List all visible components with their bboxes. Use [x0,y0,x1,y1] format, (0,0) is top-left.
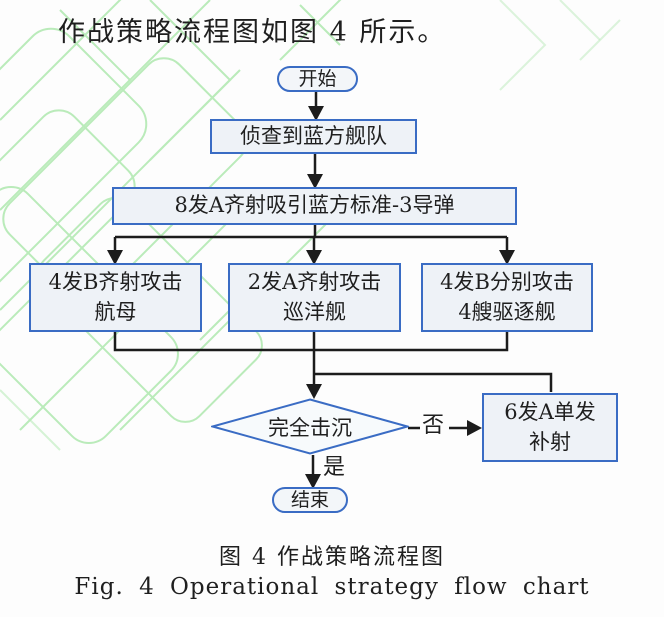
attack-cruiser-line2: 巡洋舰 [283,299,346,324]
connector-resupply-loop [314,372,553,392]
diamond-shape [211,398,409,455]
attack-destroyers-line1: 4发B分别攻击 [440,269,574,294]
edge-label-yes: 是 [323,455,346,480]
flow-node-resupply: 6发A单发 补射 [482,393,618,462]
figure-caption-zh: 图 4 作战策略流程图 [219,545,445,570]
arrowhead-right-icon [467,420,482,436]
edge-label-no: 否 [422,413,445,438]
flow-node-salvo-8a: 8发A齐射吸引蓝方标准-3导弹 [112,187,517,225]
intro-sentence: 作战策略流程图如图 4 所示。 [58,17,447,48]
flow-node-attack-cruiser: 2发A齐射攻击 巡洋舰 [228,263,401,332]
flow-node-start: 开始 [277,66,358,92]
attack-carrier-line2: 航母 [94,299,137,324]
flow-node-end-label: 结束 [290,488,329,511]
decision-label: 完全击沉 [268,415,352,440]
attack-carrier-line1: 4发B齐射攻击 [48,269,183,294]
flow-node-end: 结束 [272,487,348,513]
flow-node-attack-destroyers: 4发B分别攻击 4艘驱逐舰 [421,263,593,332]
flow-node-detect-fleet: 侦查到蓝方舰队 [210,119,417,154]
resupply-line1: 6发A单发 [504,399,596,424]
flow-node-start-label: 开始 [298,67,337,90]
arrowhead-down-icon [308,106,324,121]
resupply-line2: 补射 [529,429,571,454]
flow-node-detect-label: 侦查到蓝方舰队 [240,123,387,148]
arrowhead-down-icon [307,174,323,189]
flow-node-decision-sunk: 完全击沉 [211,398,409,455]
connector-split [115,225,507,239]
arrowhead-down-icon [306,384,322,399]
connector-merge-left [113,332,314,352]
arrowhead-down-icon [499,250,515,265]
arrowhead-down-icon [305,474,321,489]
figure-caption-en: Fig. 4 Operational strategy flow chart [74,574,590,600]
flow-node-attack-carrier: 4发B齐射攻击 航母 [29,263,202,332]
arrowhead-down-icon [306,250,322,265]
attack-cruiser-line1: 2发A齐射攻击 [247,269,382,294]
flow-node-salvo-label: 8发A齐射吸引蓝方标准-3导弹 [174,193,455,218]
arrowhead-down-icon [107,250,123,265]
connector-merge-right [314,331,509,352]
attack-destroyers-line2: 4艘驱逐舰 [458,299,556,324]
